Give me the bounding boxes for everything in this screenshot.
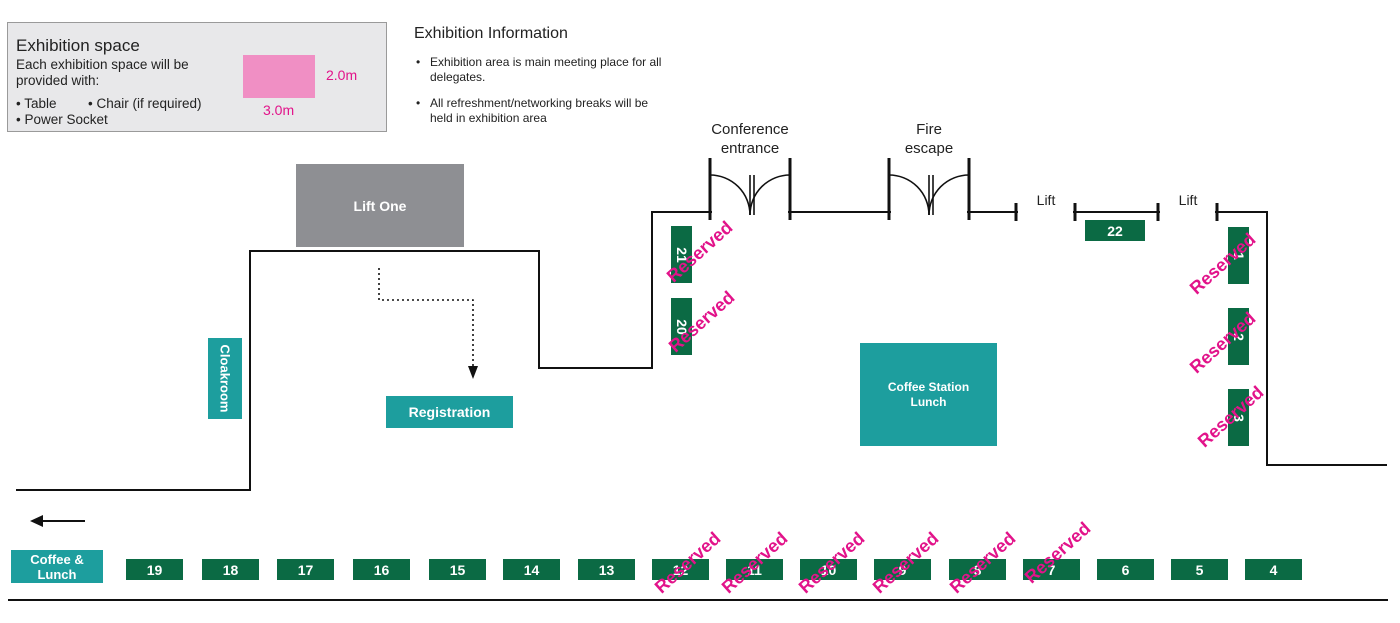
lift-label-left: Lift: [1036, 192, 1056, 208]
booth-4: 4: [1245, 559, 1302, 580]
booth-3: 3: [1228, 389, 1249, 446]
booth-6: 6: [1097, 559, 1154, 580]
conference-entrance-label: Conference entrance: [711, 121, 789, 157]
booth-13: 13: [578, 559, 635, 580]
exhibition-space-legend: Exhibition space Each exhibition space w…: [7, 22, 387, 132]
info-bullet-1: Exhibition area is main meeting place fo…: [416, 55, 670, 85]
legend-title: Exhibition space: [16, 36, 140, 55]
booth-1: 1: [1228, 227, 1249, 284]
legend-line-2: provided with:: [16, 73, 100, 88]
info-title: Exhibition Information: [414, 25, 568, 42]
legend-item-table: • Table: [16, 96, 57, 111]
booth-3-label: 3: [1230, 413, 1247, 422]
booth-2: 2: [1228, 308, 1249, 365]
booth-10: 10: [800, 559, 857, 580]
booth-21: 21: [671, 226, 692, 283]
booth-15: 15: [429, 559, 486, 580]
booth-16: 16: [353, 559, 410, 580]
cloakroom: Cloakroom: [208, 338, 242, 419]
coffee-and-lunch: Coffee & Lunch: [11, 550, 103, 583]
booth-size-swatch: [243, 55, 315, 98]
cloakroom-label: Cloakroom: [217, 344, 233, 413]
booth-14: 14: [503, 559, 560, 580]
booth-20-label: 20: [673, 318, 690, 335]
booth-21-label: 21: [673, 246, 690, 263]
fire-escape-label: Fire escape: [904, 121, 954, 157]
booth-1-label: 1: [1230, 251, 1247, 260]
booth-5: 5: [1171, 559, 1228, 580]
booth-9: 9: [874, 559, 931, 580]
lift-one: Lift One: [296, 164, 464, 247]
booth-8: 8: [949, 559, 1006, 580]
swatch-depth-label: 2.0m: [326, 67, 358, 83]
booth-2-label: 2: [1230, 332, 1247, 341]
lift-label-right: Lift: [1178, 192, 1198, 208]
legend-line-1: Each exhibition space will be: [16, 57, 189, 72]
booth-20: 20: [671, 298, 692, 355]
booth-11: 11: [726, 559, 783, 580]
booth-22: 22: [1085, 220, 1145, 241]
booth-18: 18: [202, 559, 259, 580]
legend-item-power: • Power Socket: [16, 112, 108, 127]
booth-17: 17: [277, 559, 334, 580]
legend-item-chair: • Chair (if required): [88, 96, 202, 111]
booth-7: 7: [1023, 559, 1080, 580]
registration: Registration: [386, 396, 513, 428]
info-bullet-2: All refreshment/networking breaks will b…: [416, 96, 670, 126]
swatch-width-label: 3.0m: [263, 102, 295, 118]
booth-12: 12: [652, 559, 709, 580]
coffee-station-lunch: Coffee Station Lunch: [860, 343, 997, 446]
booth-19: 19: [126, 559, 183, 580]
